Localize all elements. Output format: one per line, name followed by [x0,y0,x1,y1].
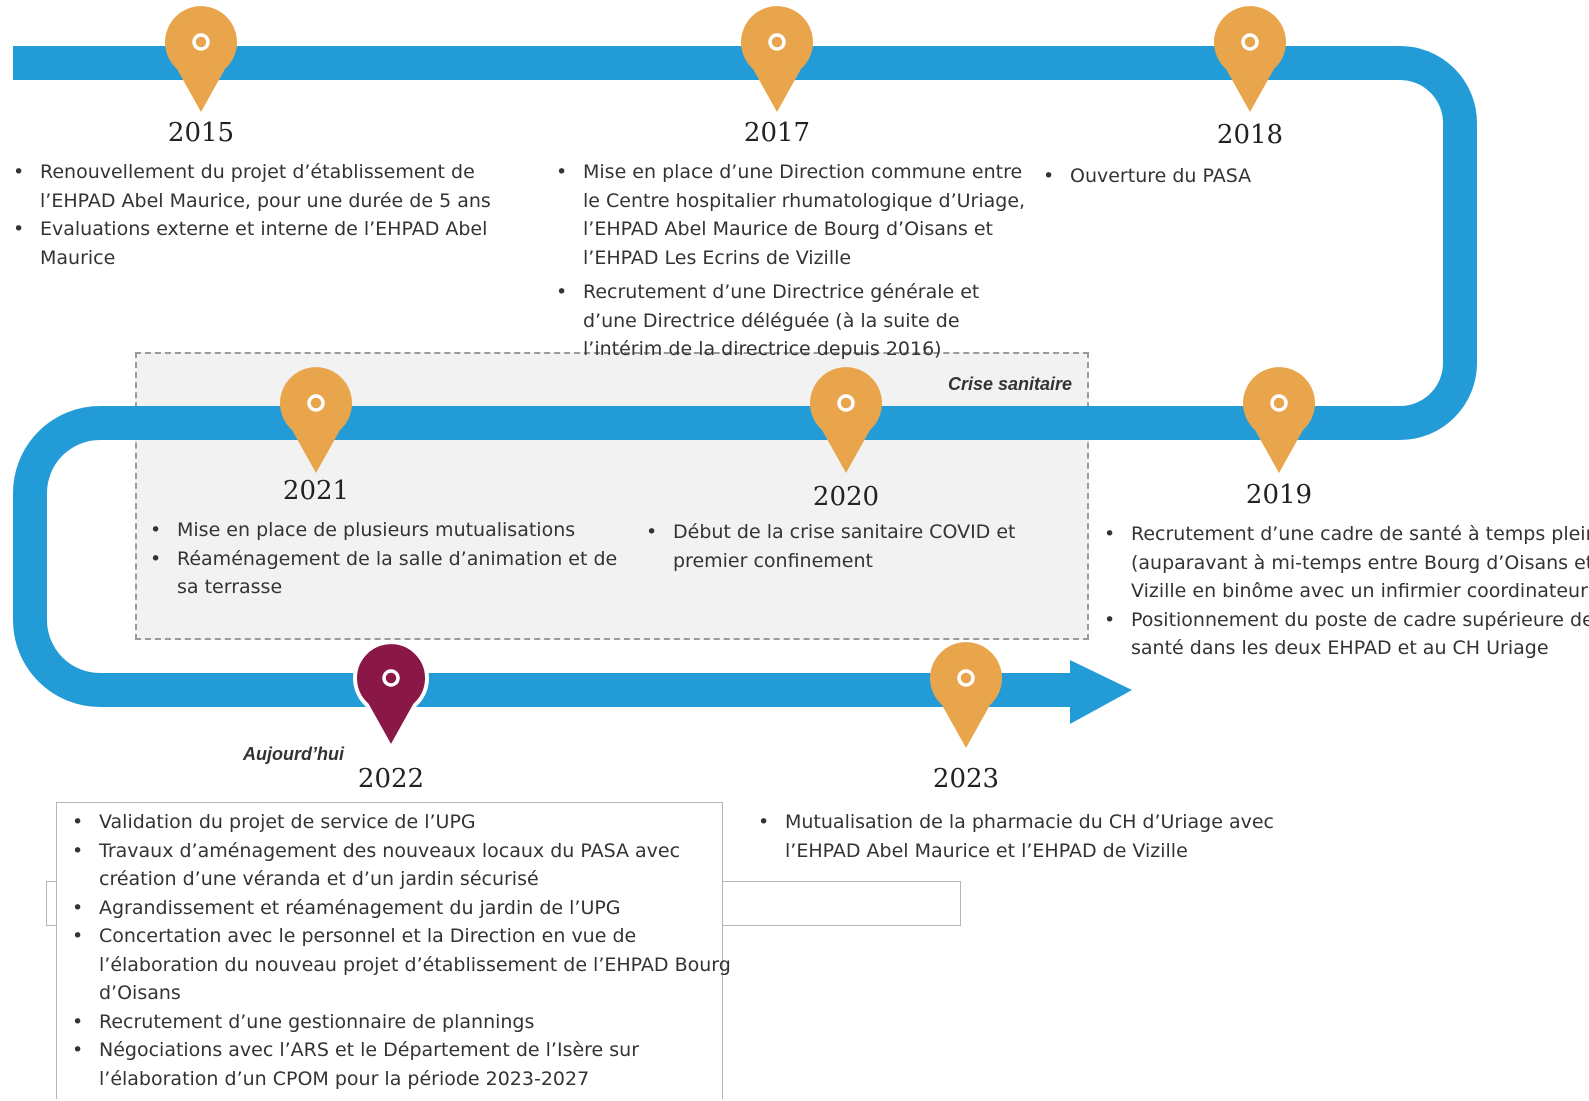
event-item: Validation du projet de service de l’UPG [72,808,749,837]
events-2017: Mise en place d’une Direction commune en… [556,158,1028,364]
events-2022: Validation du projet de service de l’UPG… [72,808,749,1093]
event-item: Recrutement d’une Directrice générale et… [556,278,1028,364]
year-2021-label: 2021 [282,476,350,506]
pin-2021[interactable] [280,367,352,473]
today-label: Aujourd’hui [243,744,344,764]
events-2019: Recrutement d’une cadre de santé à temps… [1104,520,1589,663]
event-item: Mutualisation de la pharmacie du CH d’Ur… [758,808,1345,865]
event-item: Evaluations externe et interne de l’EHPA… [13,215,500,272]
pin-2022-dot [382,669,400,687]
pin-2018-dot [1241,33,1259,51]
events-2023: Mutualisation de la pharmacie du CH d’Ur… [758,808,1345,865]
road-arrowhead [1070,660,1132,724]
event-item: Mise en place de plusieurs mutualisation… [150,516,622,545]
event-item: Mise en place d’une Direction commune en… [556,158,1028,272]
events-2018: Ouverture du PASA [1043,162,1370,191]
event-item: Négociations avec l’ARS et le Départemen… [72,1036,749,1093]
pin-2018[interactable] [1214,6,1286,112]
pin-2015-dot [192,33,210,51]
pin-2022-marker [353,640,429,753]
pin-2023[interactable] [930,642,1002,748]
year-2018-label: 2018 [1216,120,1284,150]
event-item: Ouverture du PASA [1043,162,1370,191]
event-item: Recrutement d’une gestionnaire de planni… [72,1008,749,1037]
events-2015: Renouvellement du projet d’établissement… [13,158,500,272]
event-item: Agrandissement et réaménagement du jardi… [72,894,749,923]
road-path-line [13,46,1477,707]
event-item: Début de la crise sanitaire COVID et pre… [646,518,1093,575]
event-item: Renouvellement du projet d’établissement… [13,158,500,215]
year-2015-label: 2015 [167,118,235,148]
year-2022-label: 2022 [357,764,425,794]
road-path [13,46,1477,724]
event-item: Positionnement du poste de cadre supérie… [1104,606,1589,663]
events-2020: Début de la crise sanitaire COVID et pre… [646,518,1093,575]
crisis-label: Crise sanitaire [948,374,1073,394]
pin-2022-current[interactable] [353,640,429,753]
pin-2019-dot [1270,394,1288,412]
pin-2019-marker [1243,367,1315,473]
year-2017-label: 2017 [743,118,811,148]
events-2021: Mise en place de plusieurs mutualisation… [150,516,622,602]
pin-2015-marker [165,6,237,112]
pin-2021-dot [307,394,325,412]
pin-2020-marker [810,367,882,473]
event-item: Travaux d’aménagement des nouveaux locau… [72,837,749,894]
pin-2017-marker [741,6,813,112]
pin-2021-marker [280,367,352,473]
pin-2020-dot [837,394,855,412]
event-item: Recrutement d’une cadre de santé à temps… [1104,520,1589,606]
pin-2023-marker [930,642,1002,748]
pin-2017-dot [768,33,786,51]
pin-2017[interactable] [741,6,813,112]
year-2020-label: 2020 [812,482,880,512]
year-2023-label: 2023 [932,764,1000,794]
year-2019-label: 2019 [1245,480,1313,510]
pin-2018-marker [1214,6,1286,112]
pin-2015[interactable] [165,6,237,112]
event-item: Réaménagement de la salle d’animation et… [150,545,622,602]
pin-2019[interactable] [1243,367,1315,473]
event-item: Concertation avec le personnel et la Dir… [72,922,749,1008]
pin-2023-dot [957,669,975,687]
pin-2020[interactable] [810,367,882,473]
